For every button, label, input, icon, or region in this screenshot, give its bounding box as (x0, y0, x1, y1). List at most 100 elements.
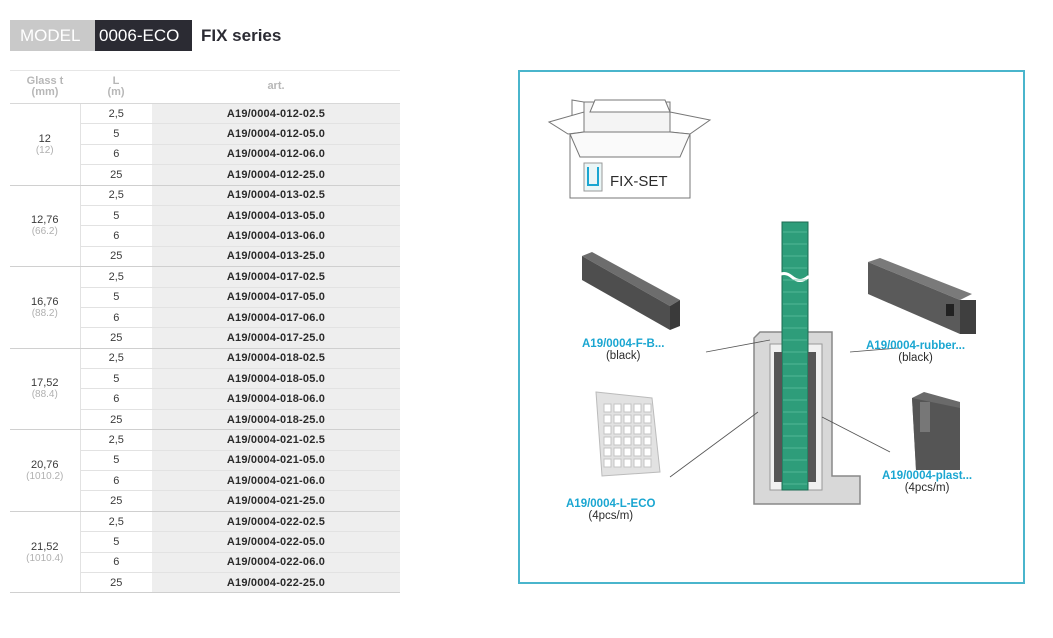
article-cell: A19/0004-022-25.0 (152, 572, 400, 594)
article-cell: A19/0004-012-02.5 (152, 103, 400, 125)
length-cell: 5 (80, 287, 152, 308)
glass-thickness-value: 12 (38, 132, 51, 145)
article-cell: A19/0004-021-06.0 (152, 470, 400, 492)
glass-thickness-value: 20,76 (30, 459, 59, 472)
fix-set-label: FIX-SET (610, 173, 668, 190)
leader-lines (669, 339, 899, 478)
grid-cell (633, 436, 642, 446)
length-cell: 25 (80, 572, 152, 594)
article-cell: A19/0004-012-25.0 (152, 164, 400, 186)
grid-cell (613, 425, 622, 435)
length-cell: 5 (80, 123, 152, 145)
article-cell: A19/0004-022-02.5 (152, 511, 400, 533)
glass-thickness-value: 17,52 (30, 377, 59, 390)
glass-composition-value: (66.2) (31, 226, 58, 238)
grid-cell (633, 458, 642, 468)
series-title: FIX series (201, 25, 282, 45)
glass-thickness-cell: 12(12) (10, 103, 81, 186)
length-cell: 25 (80, 490, 152, 512)
grid-cell (613, 414, 622, 424)
glass-thickness-value: 16,76 (30, 295, 59, 308)
grid-cell (623, 447, 632, 457)
length-cell: 2,5 (80, 266, 152, 288)
grid-cell (643, 403, 652, 413)
article-cell: A19/0004-018-02.5 (152, 348, 400, 370)
rubber-strip-left-icon (582, 252, 680, 330)
length-cell: 6 (80, 307, 152, 329)
article-cell: A19/0004-018-06.0 (152, 388, 400, 410)
model-code: 0006-ECO (95, 20, 192, 51)
glass-composition-value: (1010.2) (26, 471, 64, 483)
glass-thickness-value: 12,76 (30, 214, 59, 227)
length-cell: 2,5 (80, 511, 152, 533)
length-cell: 2,5 (80, 429, 152, 451)
grid-cell (603, 447, 612, 457)
article-cell: A19/0004-017-05.0 (152, 287, 400, 308)
glass-composition-value: (88.4) (31, 389, 58, 401)
length-cell: 6 (80, 470, 152, 492)
glass-thickness-cell: 16,76(88.2) (10, 266, 81, 349)
article-cell: A19/0004-017-25.0 (152, 327, 400, 349)
article-cell: A19/0004-018-05.0 (152, 368, 400, 390)
article-cell: A19/0004-013-02.5 (152, 185, 400, 206)
grid-cell (603, 403, 612, 413)
glass-thickness-cell: 17,52(88.4) (10, 348, 81, 431)
product-diagram: FIX-SET (518, 70, 1025, 584)
length-cell: 25 (80, 164, 152, 186)
glass-thickness-value: 21,52 (30, 540, 59, 553)
glass-composition-value: (1010.4) (26, 552, 64, 564)
length-cell: 6 (80, 225, 152, 247)
grid-cell (623, 458, 632, 468)
article-cell: A19/0004-018-25.0 (152, 409, 400, 431)
article-cell: A19/0004-013-06.0 (152, 225, 400, 247)
grid-cell (623, 414, 632, 424)
grid-cell (643, 414, 652, 424)
glass-header: Glass t(mm) (10, 70, 80, 104)
plastic-insert-icon (912, 392, 960, 470)
grid-cell (613, 458, 622, 468)
grid-cell (613, 436, 622, 446)
grid-cell (603, 458, 612, 468)
art-header: art. (152, 70, 400, 104)
grid-cell (643, 436, 652, 446)
l-eco-grid-icon (603, 403, 652, 468)
grid-cell (643, 447, 652, 457)
grid-cell (613, 403, 622, 413)
grid-cell (633, 425, 642, 435)
gasket-icon (774, 352, 816, 482)
label-rubber: A19/0004-rubber... (black) (866, 340, 966, 364)
label-plast: A19/0004-plast... (4pcs/m) (882, 470, 973, 494)
grid-cell (623, 425, 632, 435)
length-header: L(m) (80, 70, 152, 104)
model-header: MODEL 0006-ECO FIX series (10, 20, 281, 51)
glass-thickness-cell: 21,52(1010.4) (10, 511, 81, 594)
length-cell: 2,5 (80, 185, 152, 206)
grid-cell (623, 436, 632, 446)
fix-set-box-icon (547, 99, 712, 199)
grid-cell (613, 447, 622, 457)
article-cell: A19/0004-021-05.0 (152, 450, 400, 472)
glass-lines (783, 231, 807, 485)
article-cell: A19/0004-012-06.0 (152, 144, 400, 166)
article-cell: A19/0004-012-05.0 (152, 123, 400, 145)
glass-pane-icon (775, 221, 814, 491)
length-cell: 25 (80, 327, 152, 349)
